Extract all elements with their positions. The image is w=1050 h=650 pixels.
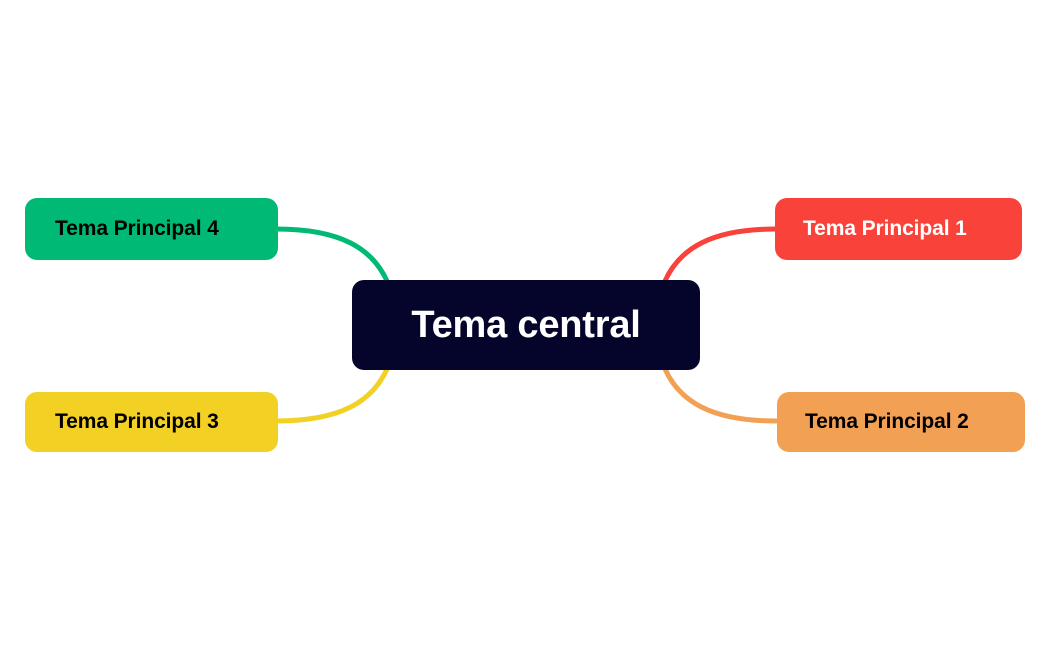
mindmap-node-topic-4[interactable]: Tema Principal 4: [25, 198, 278, 260]
mindmap-node-topic-2[interactable]: Tema Principal 2: [777, 392, 1025, 452]
connector-topic-2: [662, 366, 779, 424]
connector-topic-3: [273, 366, 390, 424]
node-label-topic-2: Tema Principal 2: [805, 410, 969, 433]
node-label-topic-1: Tema Principal 1: [803, 217, 967, 240]
mindmap-node-topic-3[interactable]: Tema Principal 3: [25, 392, 278, 452]
node-label-topic-4: Tema Principal 4: [55, 217, 219, 240]
node-label-central: Tema central: [411, 303, 641, 346]
connector-topic-1: [662, 226, 779, 284]
connector-topic-4: [273, 226, 390, 284]
mindmap-node-central[interactable]: Tema central: [352, 280, 700, 370]
mindmap-node-topic-1[interactable]: Tema Principal 1: [775, 198, 1022, 260]
node-label-topic-3: Tema Principal 3: [55, 410, 219, 433]
